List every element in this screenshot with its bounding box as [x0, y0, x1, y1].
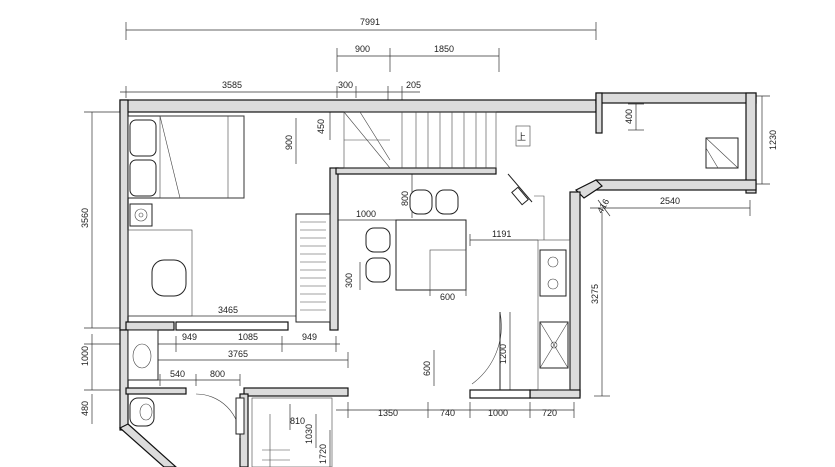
dim-left-480: 480: [80, 401, 90, 416]
dim-bot-740: 740: [440, 408, 455, 418]
dim-top-205: 205: [406, 80, 421, 90]
dim-right-416: 416: [595, 197, 611, 215]
bedside-lamp: [129, 203, 153, 227]
dim-left-3560: 3560: [80, 208, 90, 228]
dim-top-900: 900: [355, 44, 370, 54]
dim-top-3585: 3585: [222, 80, 242, 90]
dim-inner-3465: 3465: [218, 305, 238, 315]
dim-inner-1191: 1191: [492, 229, 511, 239]
dim-bot-810: 810: [290, 416, 305, 426]
dim-top-total: 7991: [360, 17, 380, 27]
dim-right-3275: 3275: [590, 284, 600, 304]
dim-right-400: 400: [624, 109, 634, 124]
dim-left-1000: 1000: [80, 346, 90, 366]
dim-right-2540: 2540: [660, 196, 680, 206]
dim-top-1850: 1850: [434, 44, 454, 54]
dim-inner-800: 800: [400, 191, 410, 206]
dim-bot-1030: 1030: [304, 424, 314, 444]
bathroom-fixtures: [127, 329, 245, 435]
staircase: 上: [343, 111, 531, 169]
stair-up-mark: 上: [517, 132, 526, 142]
dim-inner-600: 600: [440, 292, 455, 302]
dim-bot-1720: 1720: [318, 444, 328, 464]
wardrobe: [295, 213, 331, 323]
dim-row-1200: 1200: [498, 344, 508, 364]
dim-inner-450: 450: [316, 119, 326, 134]
dim-row-800: 800: [210, 369, 225, 379]
dim-row-949a: 949: [182, 332, 197, 342]
dim-row-540: 540: [170, 369, 185, 379]
desk: [127, 229, 193, 317]
dim-inner-300: 300: [344, 273, 354, 288]
walls: [118, 92, 757, 467]
dim-inner-900: 900: [284, 135, 294, 150]
dim-bot-720: 720: [542, 408, 557, 418]
dim-row-1085: 1085: [238, 332, 258, 342]
water-heater: [705, 137, 739, 169]
dim-inner-1000: 1000: [356, 209, 376, 219]
dim-bot-1000: 1000: [488, 408, 508, 418]
dim-top-300: 300: [338, 80, 353, 90]
bed: [127, 115, 245, 199]
dim-right-1230: 1230: [768, 130, 778, 150]
dim-row-3765: 3765: [228, 349, 248, 359]
dining-set: [365, 189, 467, 291]
dim-bot-1350: 1350: [378, 408, 398, 418]
dim-row-600: 600: [422, 361, 432, 376]
dim-row-949b: 949: [302, 332, 317, 342]
lower-structure: [251, 397, 333, 467]
kitchen-counter: [537, 239, 571, 391]
